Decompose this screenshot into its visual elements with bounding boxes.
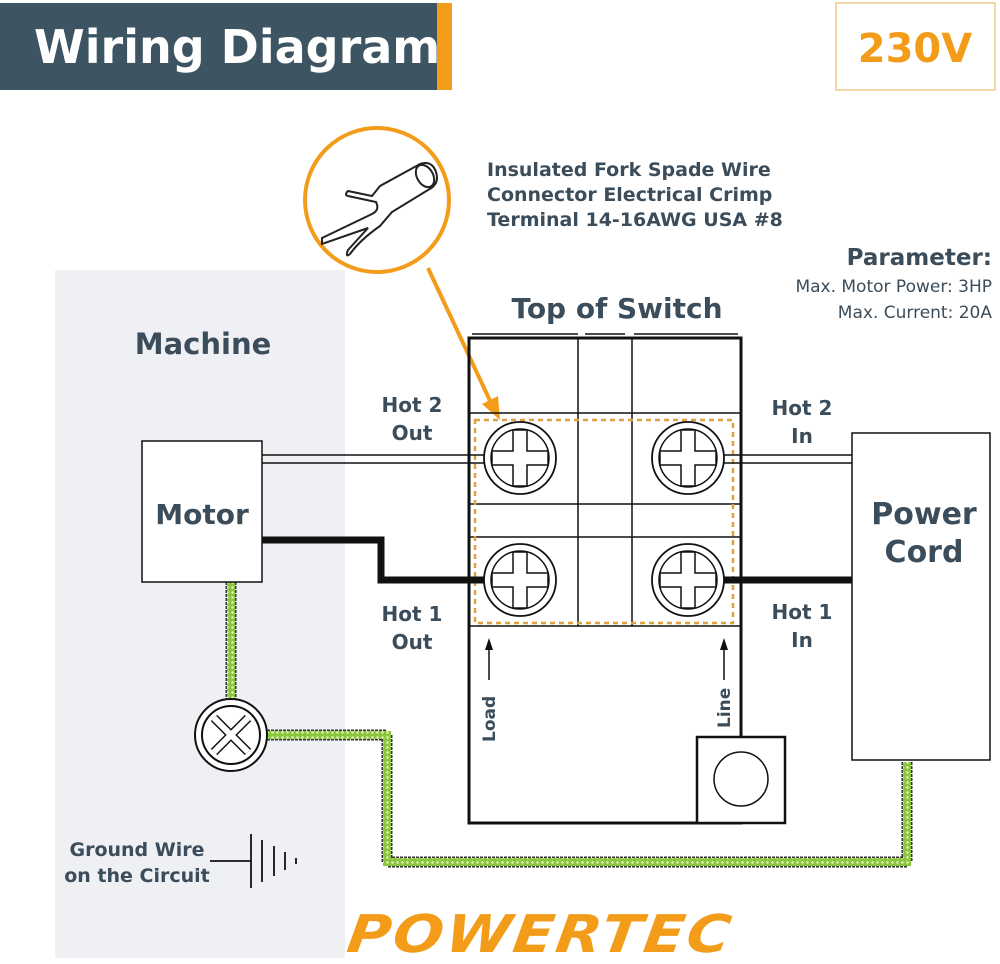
terminal-screws [483, 421, 725, 617]
terminal-screw-icon [651, 543, 725, 617]
hot1-wire [262, 536, 852, 584]
power-cord-box [851, 432, 991, 761]
callout-line2: Connector Electrical Crimp [487, 184, 772, 206]
terminal-screw-icon [483, 421, 557, 495]
callout-arrow [426, 267, 494, 406]
machine-panel [55, 270, 345, 958]
ground-connector-icon [194, 698, 268, 772]
ground-label: Ground Wire [69, 839, 204, 861]
terminal-screw-icon [651, 421, 725, 495]
load-label: Load [480, 696, 500, 742]
voltage-label: 230V [858, 26, 972, 72]
hot2-in-label-2: In [791, 424, 813, 448]
parameter-current: Max. Current: 20A [838, 303, 993, 323]
power-cord-label: Power [871, 497, 977, 532]
ground-wire [225, 582, 913, 868]
hot2-in-label: Hot 2 [772, 396, 833, 420]
hot2-out-label: Hot 2 [382, 393, 443, 417]
machine-label: Machine [135, 327, 272, 361]
motor-label: Motor [155, 498, 249, 531]
parameter-title: Parameter: [847, 245, 992, 271]
hot1-in-label-2: In [791, 628, 813, 652]
arrow-head [482, 396, 500, 420]
hot1-out-label: Hot 1 [382, 602, 443, 626]
hot1-out-label-2: Out [392, 630, 433, 654]
terminal-highlight [473, 418, 735, 625]
terminal-screw-icon [483, 543, 557, 617]
parameter-power: Max. Motor Power: 3HP [795, 277, 992, 297]
ground-label-2: on the Circuit [64, 865, 210, 887]
hot2-out-label-2: Out [392, 421, 433, 445]
line-label: Line [715, 688, 735, 728]
page-title: Wiring Diagram [34, 20, 440, 74]
earth-ground-icon [210, 834, 297, 888]
hot1-in-label: Hot 1 [772, 600, 833, 624]
motor-box [141, 440, 263, 583]
power-cord-label-2: Cord [885, 535, 964, 570]
powertec-logo: POWERTEC [343, 905, 736, 964]
switch-button[interactable] [713, 751, 769, 807]
callout-line3: Terminal 14-16AWG USA #8 [487, 209, 783, 231]
callout-line1: Insulated Fork Spade Wire [487, 159, 771, 181]
hot2-wire [262, 454, 852, 464]
callout-circle [303, 126, 451, 274]
voltage-box [835, 2, 996, 91]
header-bar [0, 3, 437, 90]
switch-title: Top of Switch [511, 292, 722, 325]
load-arrowhead [485, 638, 493, 650]
header-accent [437, 3, 452, 90]
line-arrowhead [720, 638, 728, 650]
fork-spade-connector-icon [321, 162, 438, 257]
